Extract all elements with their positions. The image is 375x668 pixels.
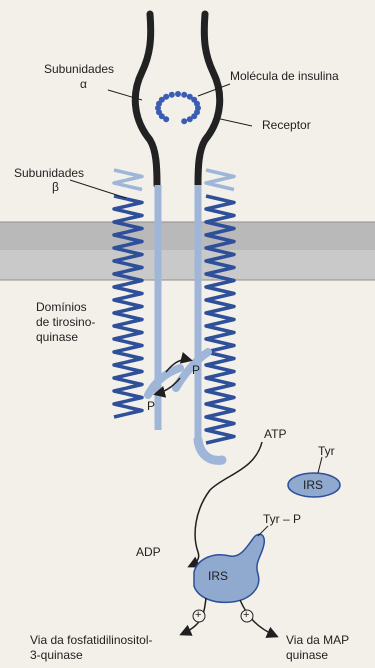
insulin-bead	[175, 91, 181, 97]
tyr-p-label: Tyr – P	[263, 512, 301, 526]
insulin-bead	[181, 118, 187, 124]
tyr-label: Tyr	[318, 444, 335, 458]
tk-domains-label-line3: quinase	[36, 330, 78, 344]
pi3k-pathway-label-line2: 3-quinase	[30, 648, 83, 662]
insulin-bead	[187, 116, 193, 122]
beta-coil-extracellular	[206, 170, 234, 190]
tyr-pointer	[318, 457, 322, 473]
pi3k-pathway-label-line1: Via da fosfatidilinositol-	[30, 633, 153, 647]
phospho-p-bottom: P	[147, 399, 155, 413]
mapk-pathway-label-line1: Via da MAP	[286, 633, 349, 647]
leader-insulin	[198, 84, 230, 96]
tk-domains-label-line2: de tirosino-	[36, 315, 95, 329]
irs-top-label: IRS	[303, 478, 323, 492]
insulin-bead	[169, 92, 175, 98]
alpha-subunits-label: Subunidades	[44, 62, 114, 76]
beta-subunits-label: Subunidades	[14, 166, 84, 180]
insulin-bead	[181, 92, 187, 98]
atp-label: ATP	[264, 427, 286, 441]
irs-bottom-blob	[194, 534, 264, 602]
insulin-molecule	[155, 91, 201, 124]
plus-right: +	[243, 608, 249, 622]
adp-label: ADP	[136, 545, 161, 559]
leader-receptor	[216, 118, 252, 126]
beta-coil-extracellular	[114, 170, 142, 190]
cell-membrane-upper	[0, 222, 375, 250]
phospho-p-top: P	[192, 363, 200, 377]
beta-subunit-right-coil	[206, 170, 234, 443]
insulin-molecule-label: Molécula de insulina	[230, 69, 339, 83]
plus-left: +	[195, 608, 201, 622]
insulin-bead	[163, 94, 169, 100]
cell-membrane-lower	[0, 250, 375, 280]
alpha-subunit-right	[198, 14, 220, 185]
alpha-symbol: α	[80, 77, 87, 91]
receptor-label: Receptor	[262, 118, 311, 132]
mapk-pathway-label-line2: quinase	[286, 648, 328, 662]
beta-symbol: β	[52, 180, 59, 194]
irs-bottom-label: IRS	[208, 569, 228, 583]
tk-domains-label-line1: Domínios	[36, 300, 87, 314]
beta-subunit-left-coil	[114, 170, 142, 417]
tyr-p-pointer	[258, 526, 268, 536]
